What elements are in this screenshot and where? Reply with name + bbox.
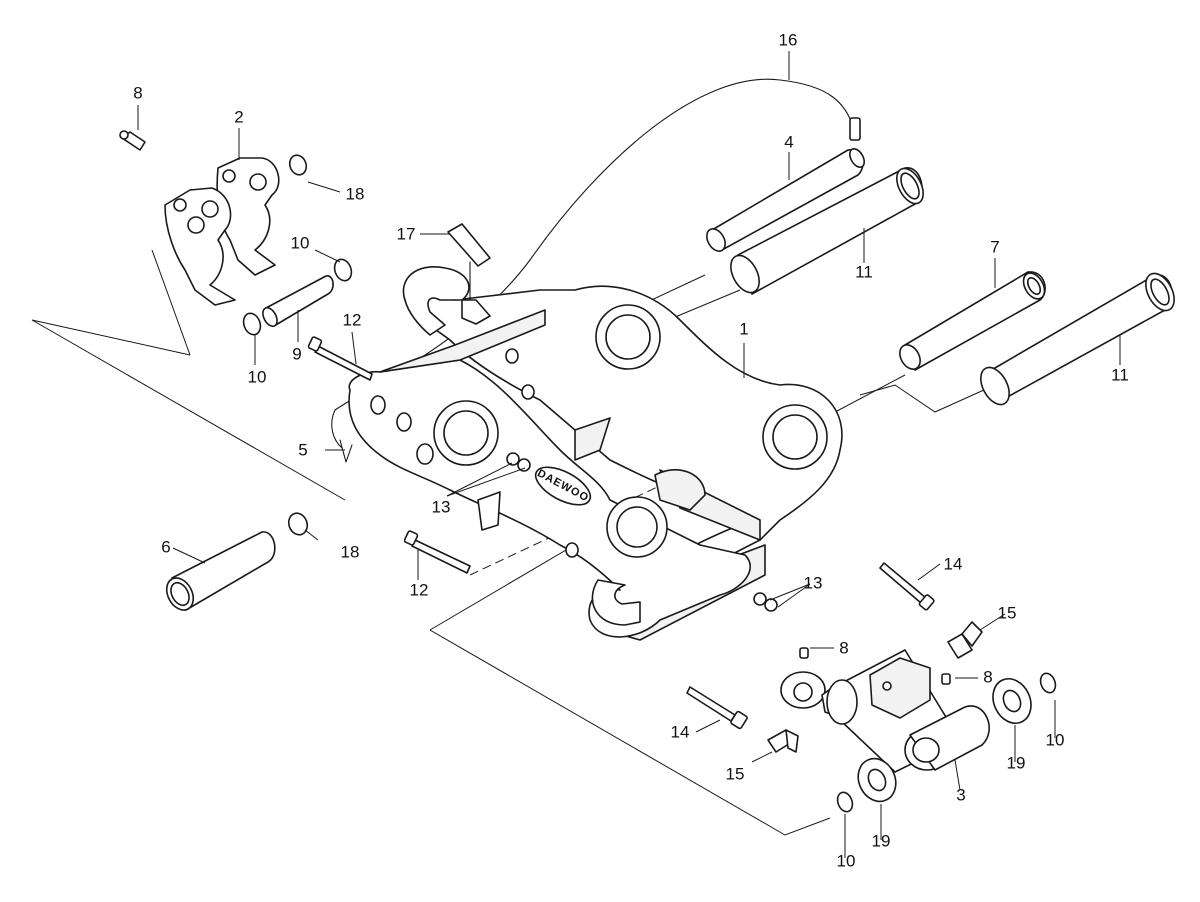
grease-nipple-top xyxy=(119,130,146,151)
callout-part-12-bottom: 12 xyxy=(410,580,429,599)
callout-part-10-right: 10 xyxy=(1046,730,1065,749)
spacer-19-right xyxy=(992,678,1032,724)
callout-part-19-bottom: 19 xyxy=(872,831,891,850)
bushing-11-upper xyxy=(730,167,924,295)
pin-9 xyxy=(262,275,334,328)
callout-part-8-right: 8 xyxy=(983,667,992,686)
callout-part-13-left: 13 xyxy=(432,497,451,516)
callout-part-12-top: 12 xyxy=(343,310,362,329)
callout-part-16: 16 xyxy=(779,30,798,49)
callout-part-17: 17 xyxy=(397,224,416,243)
callout-part-1: 1 xyxy=(739,319,748,338)
bolt-14-lower xyxy=(686,686,748,730)
lock-clip xyxy=(447,223,491,325)
callout-part-11-upper: 11 xyxy=(855,262,873,281)
callout-part-14-top: 14 xyxy=(944,554,963,573)
callout-part-8-mid: 8 xyxy=(839,638,848,657)
callout-part-15-bottom: 15 xyxy=(726,764,745,783)
callout-part-3: 3 xyxy=(956,785,965,804)
callout-part-9: 9 xyxy=(292,344,301,363)
elbow-fitting-15-upper xyxy=(947,621,983,659)
callout-part-10-top: 10 xyxy=(291,233,310,252)
bolt-14-upper xyxy=(879,562,935,611)
spacer-19-bottom xyxy=(857,757,897,803)
callout-leaders xyxy=(137,51,1121,858)
callout-numbers: 8 2 18 10 10 9 12 17 5 13 6 18 12 1 4 11… xyxy=(133,30,1129,870)
pin-4 xyxy=(706,148,866,252)
callout-part-13-right: 13 xyxy=(804,573,823,592)
callout-part-19-right: 19 xyxy=(1007,753,1026,772)
callout-part-8-top: 8 xyxy=(133,83,142,102)
bolt-12-upper xyxy=(307,336,373,381)
callout-part-4: 4 xyxy=(784,132,793,151)
nuts-13-upper xyxy=(506,452,531,472)
callout-part-10-left: 10 xyxy=(248,367,267,386)
callout-part-6: 6 xyxy=(161,537,170,556)
callout-part-2: 2 xyxy=(234,107,243,126)
bolt-12-lower xyxy=(403,530,471,574)
coupler-frame: DAEWOO xyxy=(348,266,843,641)
snap-rings xyxy=(242,154,1057,813)
callout-part-11-lower: 11 xyxy=(1111,365,1129,384)
bracket-plates xyxy=(164,157,280,306)
callout-part-7: 7 xyxy=(990,237,999,256)
callout-part-14-bottom: 14 xyxy=(671,722,690,741)
pin-7 xyxy=(899,271,1046,371)
bushing-11-lower xyxy=(980,272,1175,406)
callout-part-15-top: 15 xyxy=(998,603,1017,622)
hydraulic-cylinder-3 xyxy=(780,647,990,773)
callout-part-5: 5 xyxy=(298,440,307,459)
nuts-13-lower xyxy=(753,592,778,612)
callout-part-18-top: 18 xyxy=(346,184,365,203)
callout-part-18-left: 18 xyxy=(341,542,360,561)
bushing-6 xyxy=(165,531,276,611)
pin-clip-5 xyxy=(339,439,353,463)
callout-part-10-bottom: 10 xyxy=(837,851,856,870)
elbow-fitting-15-lower xyxy=(767,729,799,753)
